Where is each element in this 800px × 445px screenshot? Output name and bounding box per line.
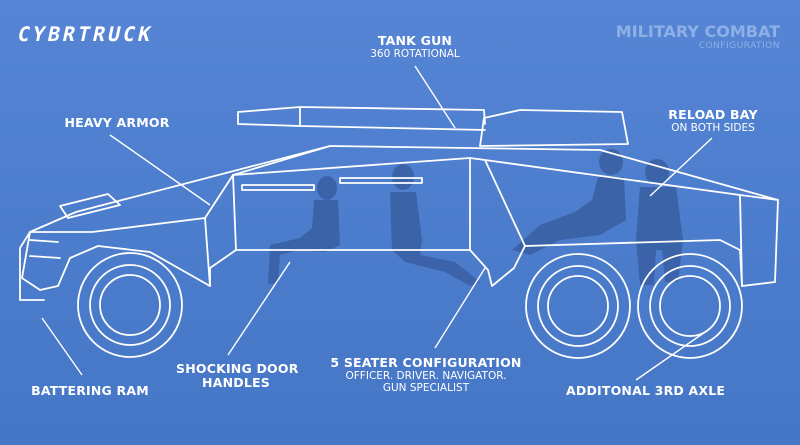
leader-third-axle: [635, 329, 709, 381]
label-heavy-armor: HEAVY ARMOR: [62, 115, 172, 130]
front-wheel: [77, 252, 183, 358]
truck-body-outline: [19, 145, 779, 301]
crew-silhouette-gunner: [512, 149, 626, 255]
diagram-title: MILITARY COMBAT CONFIGURATION: [616, 22, 780, 51]
label-tank-gun-title: TANK GUN: [377, 33, 453, 48]
leader-tank-gun: [414, 65, 456, 129]
leader-seater: [434, 267, 486, 349]
leader-heavy-armor: [109, 134, 211, 206]
door-handle-marks: [241, 177, 423, 191]
label-reload-bay-title: RELOAD BAY: [668, 107, 758, 122]
label-heavy-armor-title: HEAVY ARMOR: [64, 115, 170, 130]
crew-silhouette-driver: [268, 176, 340, 284]
crew-silhouette-officer: [636, 159, 683, 285]
label-reload-bay-sub: ON BOTH SIDES: [671, 122, 755, 135]
label-door-handles-line2: HANDLES: [202, 375, 270, 391]
label-third-axle-title: ADDITONAL 3RD AXLE: [566, 383, 726, 398]
middle-wheel: [525, 253, 631, 359]
tank-gun-drawing: [237, 106, 629, 147]
rear-wheel: [637, 253, 743, 359]
label-seater-title: 5 SEATER CONFIGURATION: [330, 355, 522, 370]
leader-door-handles: [227, 261, 291, 356]
label-tank-gun-sub: 360 ROTATIONAL: [370, 48, 460, 61]
label-shocking-door-handles: SHOCKING DOOR HANDLES: [176, 361, 299, 391]
label-tank-gun: TANK GUN 360 ROTATIONAL: [360, 33, 470, 61]
title-main: MILITARY COMBAT: [615, 22, 780, 41]
label-seater-configuration: 5 SEATER CONFIGURATION OFFICER. DRIVER. …: [326, 355, 526, 395]
title-sub: CONFIGURATION: [698, 41, 780, 51]
label-third-axle: ADDITONAL 3RD AXLE: [566, 383, 726, 398]
label-battering-ram-title: BATTERING RAM: [31, 383, 149, 398]
label-seater-sub2: GUN SPECIALIST: [382, 382, 470, 395]
label-reload-bay: RELOAD BAY ON BOTH SIDES: [658, 107, 768, 135]
label-battering-ram: BATTERING RAM: [30, 383, 150, 398]
label-door-handles-line1: SHOCKING DOOR: [176, 361, 299, 376]
leader-battering-ram: [41, 317, 83, 376]
label-seater-sub1: OFFICER. DRIVER. NAVIGATOR.: [345, 370, 507, 383]
cybertruck-logo: CYBRTRUCK: [15, 22, 156, 46]
leader-reload-bay: [649, 137, 713, 197]
